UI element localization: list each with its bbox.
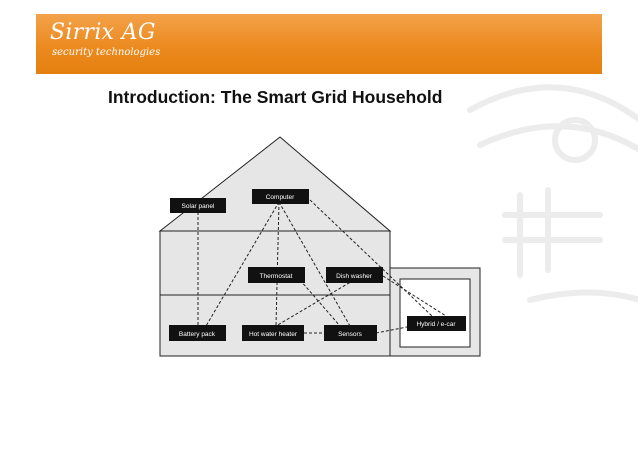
link-computer-heater: [275, 201, 280, 327]
hybrid-ecar-label: Hybrid / e-car: [416, 321, 456, 328]
company-logo: Sirrix AG: [50, 20, 156, 45]
device-sensors: Sensors: [324, 325, 377, 341]
link-computer-ecar: [309, 199, 433, 317]
hot-water-heater-label: Hot water heater: [249, 331, 298, 338]
link-computer-battery: [205, 201, 280, 327]
dish-washer-label: Dish washer: [336, 273, 373, 280]
device-solar-panel: Solar panel: [170, 198, 226, 213]
link-dishwasher-ecar: [382, 275, 447, 317]
link-computer-sensors: [278, 201, 351, 327]
link-dishwasher-heater: [275, 279, 355, 327]
computer-label: Computer: [266, 194, 295, 201]
sensors-label: Sensors: [338, 331, 363, 338]
house-roof: [158, 136, 392, 232]
battery-pack-label: Battery pack: [179, 331, 216, 338]
device-computer: Computer: [252, 189, 309, 204]
connections: [197, 199, 447, 334]
device-hybrid-ecar: Hybrid / e-car: [407, 316, 466, 331]
device-battery-pack: Battery pack: [169, 325, 226, 341]
link-sensors-ecar: [375, 326, 408, 334]
company-tagline: security technologies: [52, 47, 161, 58]
device-thermostat: Thermostat: [248, 267, 305, 283]
header-bar: Sirrix AG security technologies: [36, 14, 602, 74]
garage-door: [399, 278, 471, 348]
thermostat-label: Thermostat: [260, 273, 293, 280]
device-dish-washer: Dish washer: [326, 267, 383, 283]
link-thermostat-sensors: [299, 279, 341, 327]
solar-panel-label: Solar panel: [182, 203, 215, 210]
device-hot-water-heater: Hot water heater: [242, 325, 304, 341]
slide-title: Introduction: The Smart Grid Household: [108, 87, 443, 107]
